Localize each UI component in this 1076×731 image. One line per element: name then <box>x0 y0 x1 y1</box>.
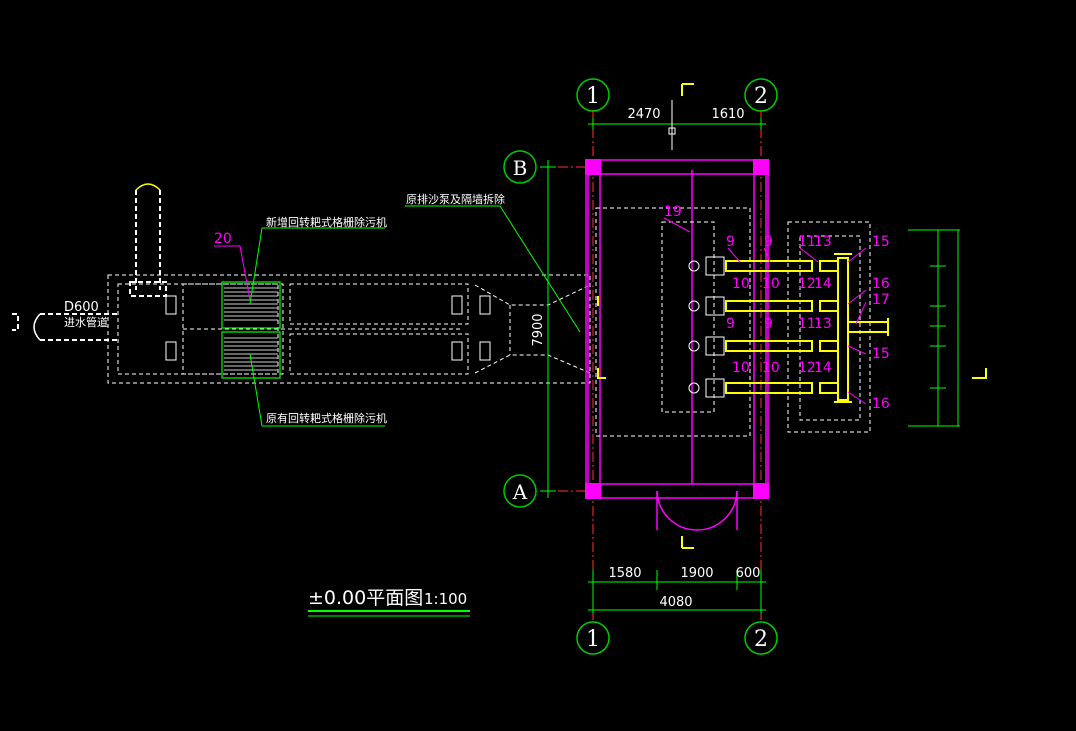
part-number: 16 <box>872 276 890 292</box>
dimension-texts: 2470 1610 1580 1900 600 4080 7900 <box>531 107 760 610</box>
annotation-texts: 新增回转耙式格栅除污机 原有回转耙式格栅除污机 原排沙泵及隔墙拆除 D600 进… <box>64 192 505 425</box>
pump-row-4 <box>688 378 839 398</box>
axis-label: B <box>513 156 528 180</box>
channel-grooves <box>165 295 491 361</box>
right-dim-ticks <box>908 229 960 427</box>
label-existing-screen: 原有回转耙式格栅除污机 <box>266 411 387 425</box>
pit-outline <box>595 207 871 437</box>
part-number: 15 <box>872 346 890 362</box>
axis-bubble-A: A <box>503 474 537 508</box>
label-inlet-size: D600 <box>64 300 99 315</box>
part-number: 10 <box>762 360 780 376</box>
inlet-vertical-pipe <box>129 183 167 297</box>
drawing-title: ±0.00平面图 1:100 <box>308 587 470 617</box>
axis-bubble-bottom-2: 2 <box>744 621 778 655</box>
part-number: 11 <box>798 316 816 332</box>
door <box>656 490 738 531</box>
part-number: 11 <box>798 234 816 250</box>
part-number: 15 <box>872 234 890 250</box>
columns <box>585 159 769 499</box>
axis-bubble-bottom-1: 1 <box>576 621 610 655</box>
part-number: 10 <box>732 276 750 292</box>
axis-label: 1 <box>586 627 600 652</box>
inlet-horizontal-pipe <box>12 313 120 341</box>
axis-label: 2 <box>754 627 768 652</box>
part-number: 20 <box>214 231 232 247</box>
title-text: ±0.00平面图 <box>308 587 423 609</box>
title-scale: 1:100 <box>424 590 467 608</box>
axis-bubble-top-2: 2 <box>744 78 778 112</box>
axis-centerlines <box>540 110 762 620</box>
leader-20 <box>214 245 251 301</box>
pump-row-2 <box>688 296 839 316</box>
section-marks <box>597 83 987 549</box>
part-number: 19 <box>664 204 682 220</box>
bottom-dimension <box>588 570 766 614</box>
top-dimension <box>588 100 766 150</box>
vertical-dimension <box>540 160 556 498</box>
leader-lines <box>249 205 581 427</box>
dim-vertical: 7900 <box>531 313 546 346</box>
part-number: 12 <box>798 360 816 376</box>
channel-outline <box>107 274 591 384</box>
part-number: 13 <box>814 234 832 250</box>
axis-bubble-B: B <box>503 150 537 184</box>
part-leaders <box>663 217 867 405</box>
axis-label: 1 <box>586 84 600 109</box>
part-number: 12 <box>798 276 816 292</box>
part-number: 9 <box>764 234 773 250</box>
part-number: 9 <box>726 316 735 332</box>
part-number: 16 <box>872 396 890 412</box>
dim-bottom-3: 600 <box>736 566 761 581</box>
part-number: 10 <box>762 276 780 292</box>
dim-bottom-1: 1580 <box>608 566 641 581</box>
screen-new <box>221 281 281 329</box>
part-number: 14 <box>814 360 832 376</box>
screen-existing <box>221 331 281 379</box>
axis-label: 2 <box>754 84 768 109</box>
label-inlet-pipe: 进水管道 <box>64 315 108 329</box>
part-number: 10 <box>732 360 750 376</box>
label-new-screen: 新增回转耙式格栅除污机 <box>266 215 387 229</box>
header-pipe <box>834 253 889 403</box>
dim-bottom-total: 4080 <box>659 595 692 610</box>
dim-top-left: 2470 <box>627 107 660 122</box>
part-number: 9 <box>726 234 735 250</box>
label-demolish: 原排沙泵及隔墙拆除 <box>406 192 505 206</box>
part-number: 9 <box>764 316 773 332</box>
axis-bubble-top-1: 1 <box>576 78 610 112</box>
part-number: 13 <box>814 316 832 332</box>
pump-row-3 <box>688 336 839 356</box>
dim-bottom-2: 1900 <box>680 566 713 581</box>
axis-label: A <box>512 480 528 504</box>
part-numbers: 20 19 9 9 11 13 15 10 10 12 14 16 17 9 9… <box>214 204 890 412</box>
dim-top-right: 1610 <box>711 107 744 122</box>
part-number: 14 <box>814 276 832 292</box>
part-number: 17 <box>872 292 890 308</box>
